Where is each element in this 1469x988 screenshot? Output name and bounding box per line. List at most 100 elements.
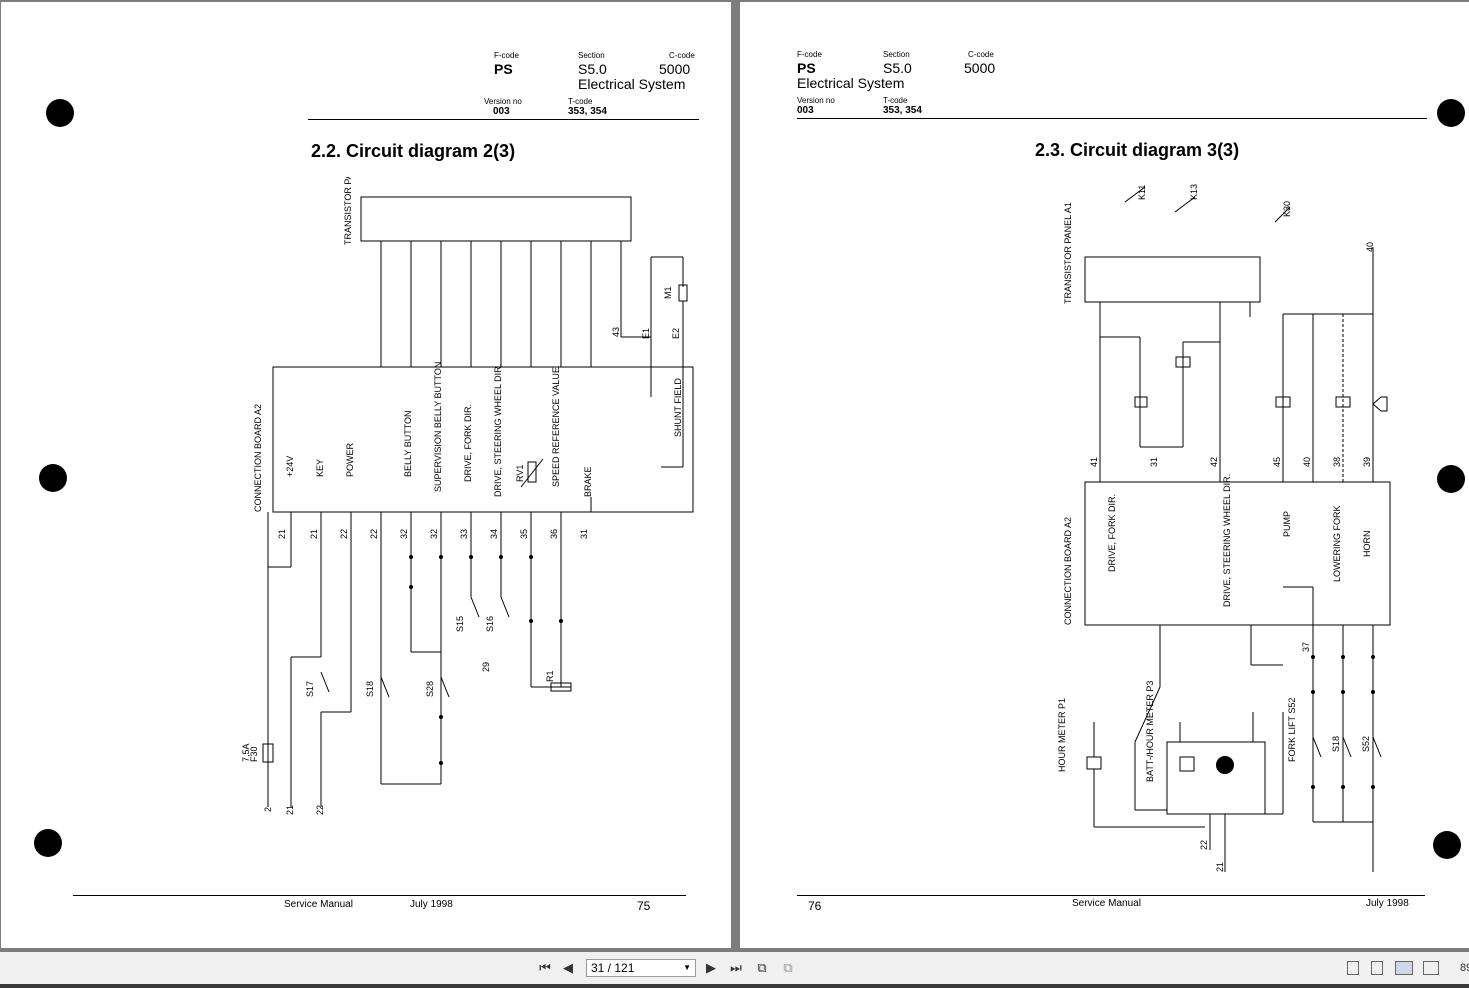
two-page-continuous-icon[interactable] [1423, 961, 1439, 975]
punch-hole [1437, 99, 1465, 127]
svg-text:37: 37 [1301, 642, 1311, 652]
svg-text:K13: K13 [1189, 184, 1199, 200]
svg-text:R1: R1 [545, 670, 555, 682]
svg-text:BATT-/HOUR METER P3: BATT-/HOUR METER P3 [1145, 681, 1155, 782]
k30-relay [1275, 396, 1291, 408]
section-title: Electrical System [797, 75, 905, 91]
first-page-icon[interactable]: ⏮ [539, 960, 551, 975]
footer-manual: Service Manual [1072, 898, 1141, 909]
svg-text:K30: K30 [1282, 201, 1292, 217]
svg-text:F30: F30 [249, 746, 259, 762]
single-page-icon[interactable] [1347, 961, 1359, 975]
svg-text:31: 31 [579, 529, 589, 539]
svg-text:2: 2 [263, 807, 273, 812]
two-page-icon[interactable] [1395, 961, 1413, 975]
svg-text:E1: E1 [641, 328, 651, 339]
svg-text:CONNECTION BOARD A2: CONNECTION BOARD A2 [1063, 517, 1073, 625]
footer-rule [73, 895, 686, 896]
svg-text:32: 32 [429, 529, 439, 539]
svg-text:S16: S16 [485, 616, 495, 632]
zoom-level[interactable]: 89 [1460, 962, 1469, 974]
ccode-label: C-code [968, 50, 994, 59]
svg-text:SHUNT FIELD: SHUNT FIELD [673, 378, 683, 437]
fcode-label: F-code [494, 51, 519, 60]
last-page-icon[interactable]: ⏭ [730, 960, 742, 975]
svg-text:32: 32 [399, 529, 409, 539]
ccode-value: 5000 [964, 60, 996, 76]
svg-text:22: 22 [1199, 840, 1209, 850]
transistor-panel-box [1084, 256, 1261, 303]
tcode-label: T-code [568, 97, 593, 106]
section-value: S5.0 [578, 61, 607, 77]
svg-text:S18: S18 [1331, 736, 1341, 752]
footer-manual: Service Manual [284, 899, 353, 910]
punch-hole [1437, 465, 1465, 493]
connection-board-label: CONNECTION BOARD A2 [253, 404, 263, 512]
svg-text:S15: S15 [455, 616, 465, 632]
document-page-left: F-code PS Section S5.0 C-code 5000 Elect… [1, 2, 731, 948]
svg-text:22: 22 [315, 805, 325, 815]
svg-text:31: 31 [1149, 457, 1159, 467]
fit-icon[interactable]: ⧉ [757, 960, 767, 975]
bottom-strip [0, 984, 1469, 988]
svg-text:K11: K11 [1137, 185, 1147, 200]
svg-text:S17: S17 [305, 681, 315, 697]
svg-text:22: 22 [369, 529, 379, 539]
next-page-icon[interactable]: ▶ [706, 960, 716, 975]
footer-date: July 1998 [410, 899, 453, 910]
punch-hole [39, 464, 67, 492]
k11-relay [1134, 396, 1148, 408]
svg-text:POWER: POWER [345, 442, 355, 477]
svg-text:DRIVE, FORK DIR.: DRIVE, FORK DIR. [1107, 494, 1117, 572]
svg-text:45: 45 [1272, 457, 1282, 467]
punch-hole [46, 99, 74, 127]
svg-text:BELLY BUTTON: BELLY BUTTON [403, 410, 413, 477]
fcode-label: F-code [797, 50, 822, 59]
version-label: Version no [797, 96, 835, 105]
continuous-icon[interactable] [1371, 961, 1383, 975]
section-label: Section [883, 50, 910, 59]
y41-valve [1335, 396, 1351, 408]
svg-text:S28: S28 [425, 681, 435, 697]
hour-meter-p1 [1086, 756, 1102, 770]
svg-text:RV1: RV1 [515, 465, 525, 482]
page-number-input[interactable]: 31 / 121 ▼ [586, 959, 696, 977]
svg-text:DRIVE, STEERING WHEEL DIR.: DRIVE, STEERING WHEEL DIR. [493, 364, 503, 497]
m1-motor [678, 284, 688, 302]
tcode-label: T-code [883, 96, 908, 105]
batt-hour-meter-p3 [1166, 741, 1266, 815]
k13-relay [1175, 356, 1191, 368]
header-rule [797, 118, 1427, 119]
svg-text:33: 33 [459, 529, 469, 539]
tcode-value: 353, 354 [883, 105, 922, 116]
transistor-panel-box [360, 196, 632, 242]
svg-text:41: 41 [1089, 457, 1099, 467]
section-label: Section [578, 51, 605, 60]
f30-fuse [262, 743, 274, 763]
svg-text:21: 21 [277, 529, 287, 539]
svg-text:36: 36 [549, 529, 559, 539]
version-value: 003 [797, 105, 814, 116]
svg-text:40: 40 [1365, 242, 1375, 252]
footer-page-number: 75 [637, 899, 651, 913]
footer-date: July 1998 [1366, 898, 1409, 909]
ccode-label: C-code [669, 51, 695, 60]
page-indicator: 31 / 121 [591, 961, 635, 975]
punch-hole [34, 829, 62, 857]
viewer-toolbar: ⏮ ◀ 31 / 121 ▼ ▶ ⏭ ⧉ ⧉ 89 [0, 952, 1469, 984]
prev-page-icon[interactable]: ◀ [563, 960, 573, 975]
connection-board-box [1084, 481, 1391, 626]
svg-text:42: 42 [1209, 457, 1219, 467]
chevron-down-icon[interactable]: ▼ [683, 963, 691, 972]
svg-text:39: 39 [1362, 457, 1372, 467]
svg-text:21: 21 [309, 529, 319, 539]
section-value: S5.0 [883, 60, 912, 76]
svg-text:E2: E2 [671, 328, 681, 339]
svg-text:SUPERVISION BELLY BUTTON: SUPERVISION BELLY BUTTON [433, 362, 443, 492]
svg-text:34: 34 [489, 529, 499, 539]
rotate-icon[interactable]: ⧉ [783, 960, 793, 975]
ccode-value: 5000 [659, 61, 691, 77]
svg-text:7,5A: 7,5A [241, 743, 251, 762]
svg-text:M1: M1 [663, 286, 673, 299]
tcode-value: 353, 354 [568, 106, 607, 117]
